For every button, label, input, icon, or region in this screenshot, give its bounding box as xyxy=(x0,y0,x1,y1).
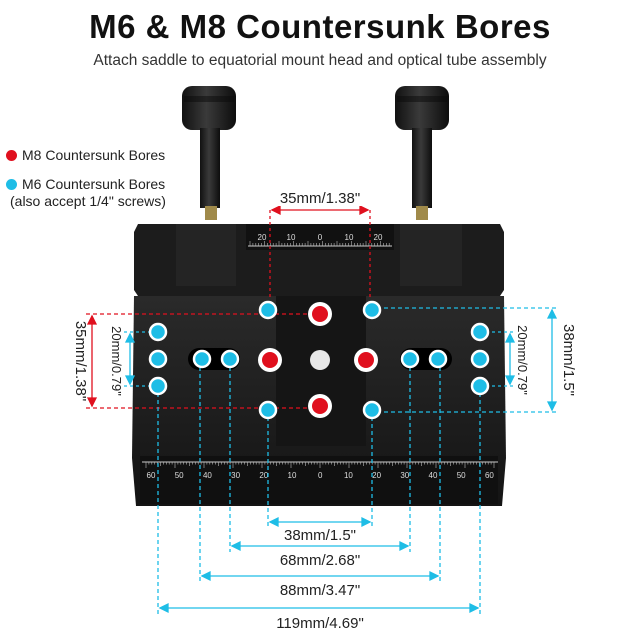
page-subtitle: Attach saddle to equatorial mount head a… xyxy=(93,52,547,69)
dim-left-inner-label: 20mm/0.79" xyxy=(109,326,124,396)
top-tick-label: 10 xyxy=(345,233,354,242)
bottom-tick-label: 50 xyxy=(175,471,184,480)
m6-bore xyxy=(148,349,168,369)
dim-bottom-2-label: 68mm/2.68" xyxy=(280,552,360,569)
top-tick-label: 10 xyxy=(287,233,296,242)
m6-bore xyxy=(258,400,278,420)
legend-m8-label: M8 Countersunk Bores xyxy=(22,147,166,163)
m6-bore xyxy=(192,349,212,369)
bottom-tick-label: 60 xyxy=(485,471,494,480)
red-dot-icon xyxy=(6,150,17,161)
bottom-tick-label: 0 xyxy=(318,471,323,480)
left-knob[interactable] xyxy=(182,86,236,220)
m6-bore xyxy=(362,400,382,420)
bottom-tick-label: 30 xyxy=(400,471,409,480)
bottom-tick-label: 30 xyxy=(231,471,240,480)
legend-m6-note: (also accept 1/4" screws) xyxy=(10,193,166,209)
m6-bore xyxy=(470,322,490,342)
m6-bore xyxy=(400,349,420,369)
dim-top-label: 35mm/1.38" xyxy=(280,190,360,207)
m8-dimension-lines xyxy=(86,204,371,409)
bottom-tick-label: 60 xyxy=(147,471,156,480)
dim-left-outer-label: 35mm/1.38" xyxy=(72,321,89,401)
m8-holes xyxy=(258,302,378,418)
dim-right-inner-label: 20mm/0.79" xyxy=(515,325,530,395)
bottom-tick-label: 20 xyxy=(259,471,268,480)
m6-dimension-lines xyxy=(124,307,558,614)
dim-bottom-4-label: 119mm/4.69" xyxy=(276,615,364,632)
center-hole xyxy=(310,350,330,370)
dim-right-outer-label: 38mm/1.5" xyxy=(560,324,577,396)
top-tick-label: 20 xyxy=(374,233,383,242)
m6-bore xyxy=(428,349,448,369)
m6-bore xyxy=(470,376,490,396)
top-tick-label: 20 xyxy=(258,233,267,242)
bottom-tick-label: 50 xyxy=(457,471,466,480)
bottom-tick-label: 40 xyxy=(429,471,438,480)
blue-dot-icon xyxy=(6,179,17,190)
bottom-tick-label: 10 xyxy=(288,471,297,480)
page-title: M6 & M8 Countersunk Bores xyxy=(89,8,551,45)
m6-bore xyxy=(362,300,382,320)
m6-bore xyxy=(470,349,490,369)
m8-bore xyxy=(258,348,282,372)
m8-bore xyxy=(308,302,332,326)
bottom-scale: 60 50 40 30 20 10 0 10 20 30 40 50 60 xyxy=(142,461,498,480)
bottom-tick-label: 40 xyxy=(203,471,212,480)
legend-m6-label: M6 Countersunk Bores xyxy=(22,176,166,192)
bottom-tick-label: 10 xyxy=(344,471,353,480)
m6-bore xyxy=(220,349,240,369)
dim-bottom-3-label: 88mm/3.47" xyxy=(280,582,360,599)
legend-m6: M6 Countersunk Bores (also accept 1/4" s… xyxy=(6,176,166,210)
top-scale: 20 10 0 10 20 xyxy=(248,233,392,247)
bottom-tick-label: 20 xyxy=(372,471,381,480)
m8-bore xyxy=(308,394,332,418)
m6-bore xyxy=(258,300,278,320)
m6-bore xyxy=(148,376,168,396)
m6-holes xyxy=(148,300,490,420)
top-tick-label: 0 xyxy=(318,233,323,242)
m8-bore xyxy=(354,348,378,372)
m6-bore xyxy=(148,322,168,342)
right-knob[interactable] xyxy=(395,86,449,220)
legend-m8: M8 Countersunk Bores xyxy=(6,147,165,164)
dim-bottom-1-label: 38mm/1.5" xyxy=(284,527,356,544)
